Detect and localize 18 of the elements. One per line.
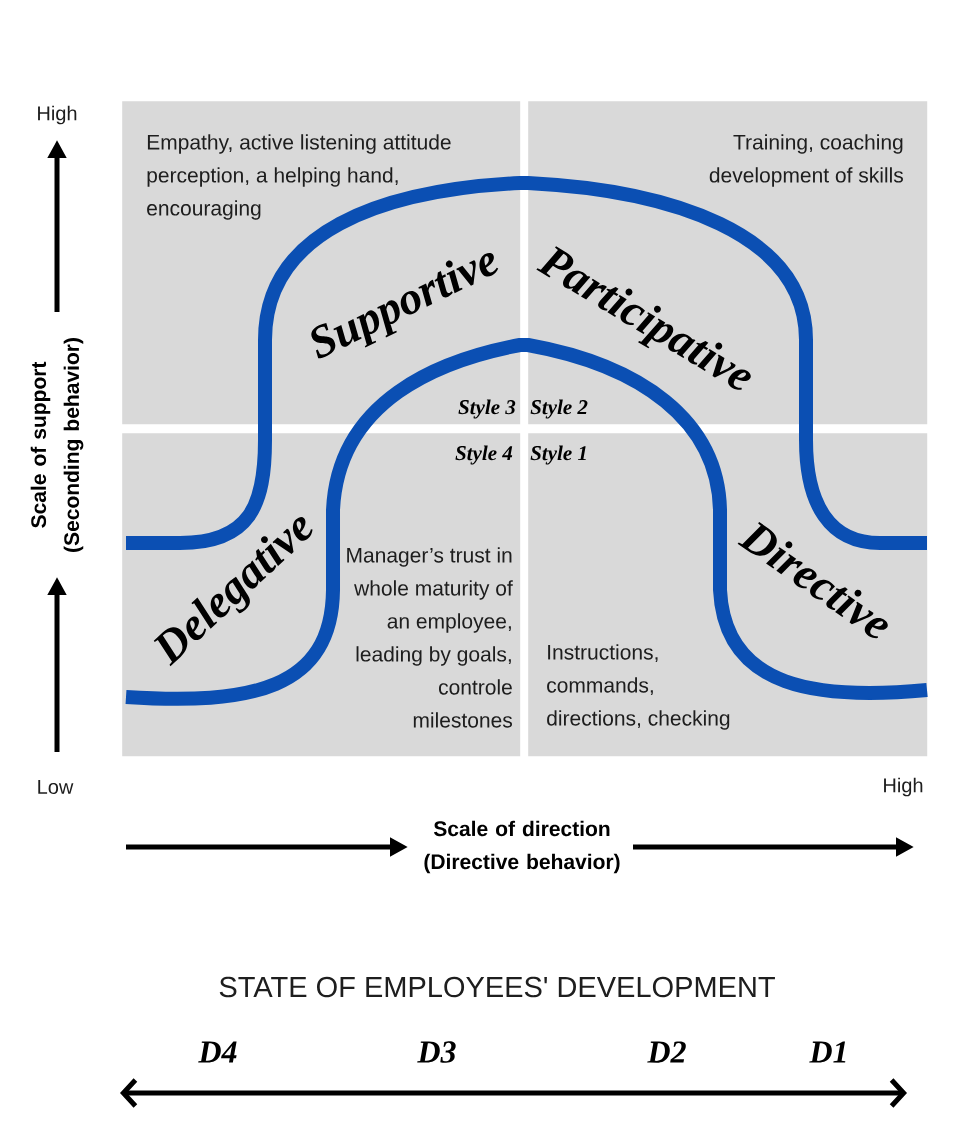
style-label: Style 3 xyxy=(458,399,516,419)
description-text: Manager’s trust in whole maturity of an employee, leading by goals, controle milestones xyxy=(347,547,513,728)
style-label: Style 4 xyxy=(455,445,513,465)
style-label: Style 2 xyxy=(530,399,588,419)
stage-label: D1 xyxy=(809,1041,846,1063)
stage-label: D2 xyxy=(647,1041,686,1063)
description-text: Empathy, active listening attitude perception, a helping hand, encouraging xyxy=(147,134,451,220)
stage-label: D4 xyxy=(198,1041,237,1063)
axis-end-label: Low xyxy=(38,780,74,794)
scale-title: STATE OF EMPLOYEES' DEVELOPMENT xyxy=(219,976,775,998)
description-text: Instructions, commands, directions, checking xyxy=(547,644,730,730)
axis-end-label: High xyxy=(884,777,923,797)
axis-title: Scale of support (Seconding behavior) xyxy=(30,338,84,552)
axis-end-label: High xyxy=(38,105,77,125)
axis-title: Scale of direction (Directive behavior) xyxy=(424,820,620,874)
stage-label: D3 xyxy=(417,1041,456,1063)
style-label: Style 1 xyxy=(530,445,586,465)
description-text: Training, coaching development of skills xyxy=(709,134,903,187)
